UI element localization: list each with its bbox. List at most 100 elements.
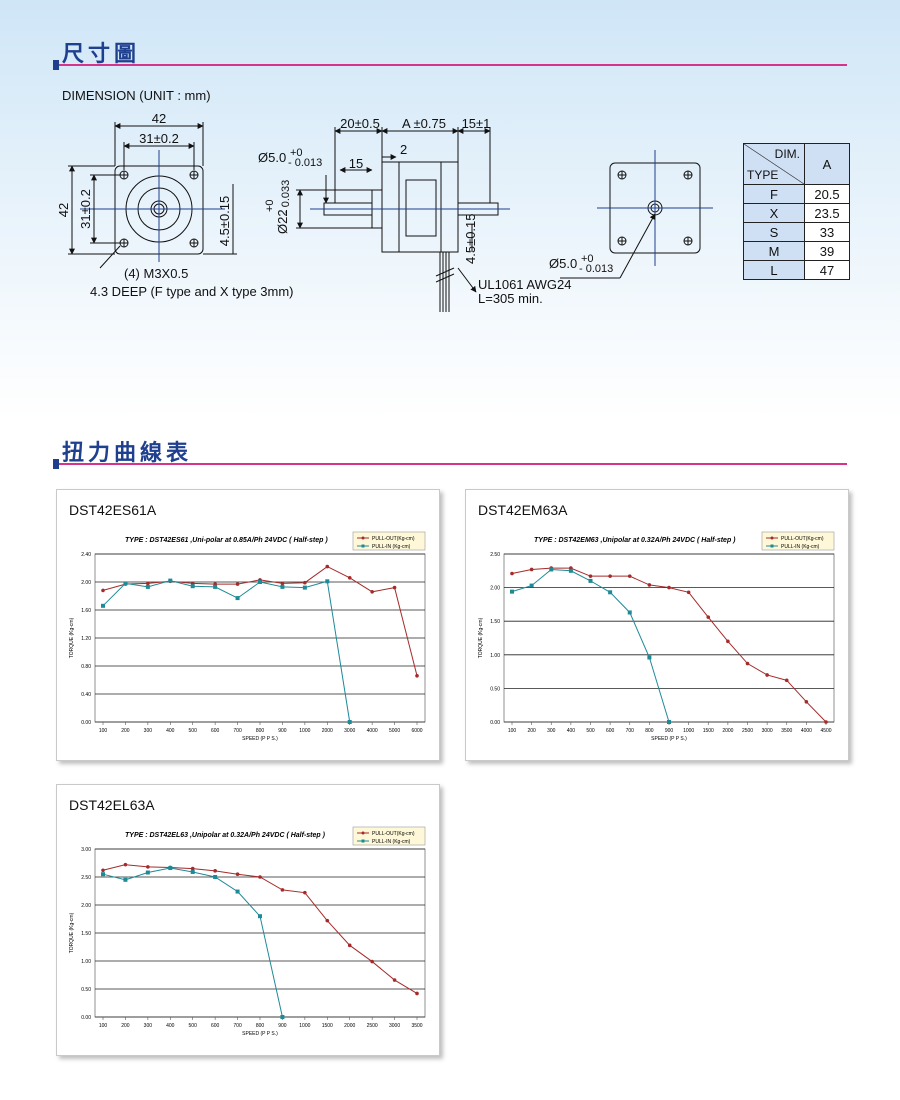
front-cross-marks xyxy=(120,171,692,247)
data-point xyxy=(190,584,195,589)
data-point xyxy=(347,943,352,948)
legend-marker xyxy=(361,839,365,843)
x-tick-label: 800 xyxy=(256,1023,265,1029)
data-point xyxy=(101,872,105,877)
data-point xyxy=(235,889,240,894)
data-point xyxy=(213,869,217,873)
torque-chart: TYPE : DST42EL63 ,Unipolar at 0.32A/Ph 2… xyxy=(69,826,426,1037)
legend-label: PULL-IN (Kg-cm) xyxy=(372,839,411,845)
torque-chart: TYPE : DST42ES61 ,Uni-polar at 0.85A/Ph … xyxy=(69,531,426,742)
legend-label: PULL-OUT(Kg-cm) xyxy=(781,536,824,542)
data-point xyxy=(608,574,612,578)
data-point xyxy=(280,888,285,892)
dimension-drawing: 42 31±0.2 42 31±0.2 4.5±0.15 (4) M3X0.5 … xyxy=(56,111,713,312)
y-axis-label: TORQUE (Kg-cm) xyxy=(69,912,75,953)
data-point xyxy=(647,655,652,660)
x-tick-label: 4000 xyxy=(801,728,812,734)
section-marker xyxy=(53,459,59,469)
table-cell-a: 39 xyxy=(804,241,850,261)
x-tick-label: 100 xyxy=(508,728,517,734)
x-tick-label: 4000 xyxy=(367,728,378,734)
data-point xyxy=(146,865,150,869)
data-point xyxy=(235,872,240,876)
y-tick-label: 0.50 xyxy=(490,686,500,692)
data-point xyxy=(392,978,397,982)
chart-panel-title: DST42EL63A xyxy=(69,797,155,813)
legend: PULL-OUT(Kg-cm)PULL-IN (Kg-cm) xyxy=(352,531,426,551)
legend-marker xyxy=(361,536,365,540)
cable-length: L=305 min. xyxy=(478,291,543,306)
y-tick-label: 0.00 xyxy=(81,1015,91,1021)
chart-panel-title: DST42ES61A xyxy=(69,502,157,518)
x-tick-label: 400 xyxy=(567,728,576,734)
x-tick-label: 900 xyxy=(278,1023,287,1029)
y-tick-label: 3.00 xyxy=(81,847,91,853)
section-divider xyxy=(55,463,847,465)
data-point xyxy=(529,583,534,588)
section-title-dimensions: 尺寸圖 xyxy=(62,42,141,67)
data-point xyxy=(686,590,691,595)
x-tick-label: 600 xyxy=(606,728,615,734)
data-point xyxy=(549,567,554,572)
x-tick-label: 200 xyxy=(121,728,130,734)
data-point xyxy=(627,574,632,578)
data-point xyxy=(726,639,730,644)
y-tick-label: 2.50 xyxy=(81,875,91,881)
data-point xyxy=(235,582,240,586)
y-tick-label: 1.20 xyxy=(81,636,91,642)
y-tick-label: 1.50 xyxy=(490,619,500,625)
data-point xyxy=(145,870,150,875)
table-cell-a: 33 xyxy=(804,222,850,242)
series-line xyxy=(102,580,351,723)
chart-panel-title: DST42EM63A xyxy=(478,502,568,518)
data-point xyxy=(258,914,262,919)
torque-chart: TYPE : DST42EM63 ,Unipolar at 0.32A/Ph 2… xyxy=(478,531,835,742)
table-header-type: TYPE xyxy=(747,168,779,182)
chart-panel-es61: DST42ES61A TYPE : DST42ES61 ,Uni-polar a… xyxy=(56,489,440,761)
dim-front-height: 42 xyxy=(56,203,71,217)
data-point xyxy=(168,578,173,583)
y-tick-label: 2.00 xyxy=(81,903,91,909)
x-tick-label: 500 xyxy=(189,728,198,734)
x-tick-label: 900 xyxy=(278,728,287,734)
x-tick-label: 600 xyxy=(211,1023,220,1029)
x-tick-label: 900 xyxy=(665,728,674,734)
data-point xyxy=(213,584,218,589)
data-point xyxy=(145,584,150,589)
x-tick-label: 800 xyxy=(256,728,265,734)
screw-note: (4) M3X0.5 xyxy=(124,266,188,281)
dim-rear-tol-top: +0 xyxy=(581,253,594,265)
legend: PULL-OUT(Kg-cm)PULL-IN (Kg-cm) xyxy=(352,826,426,846)
data-point xyxy=(303,890,307,895)
x-tick-label: 2000 xyxy=(722,728,733,734)
x-tick-label: 1000 xyxy=(299,1023,310,1029)
table-cell-a: 23.5 xyxy=(804,203,850,223)
data-point xyxy=(568,568,573,573)
x-tick-label: 200 xyxy=(527,728,536,734)
data-point xyxy=(258,875,262,879)
data-point xyxy=(824,720,828,724)
table-cell-type: F xyxy=(743,184,805,204)
x-tick-label: 400 xyxy=(166,1023,175,1029)
x-tick-label: 500 xyxy=(189,1023,198,1029)
y-tick-label: 0.80 xyxy=(81,664,91,670)
table-cell-a: 47 xyxy=(804,260,850,280)
x-tick-label: 5000 xyxy=(389,728,400,734)
chart-title: TYPE : DST42EL63 ,Unipolar at 0.32A/Ph 2… xyxy=(125,832,326,839)
x-tick-label: 200 xyxy=(121,1023,130,1029)
dim-front-offset: 4.5±0.15 xyxy=(217,196,232,247)
data-point xyxy=(588,574,593,578)
data-point xyxy=(280,1015,285,1019)
dim-boss-tol-top: +0 xyxy=(264,199,276,212)
legend-label: PULL-OUT(Kg-cm) xyxy=(372,536,415,542)
x-tick-label: 300 xyxy=(144,1023,153,1029)
data-point xyxy=(529,567,534,572)
section-marker xyxy=(53,60,59,70)
x-tick-label: 600 xyxy=(211,728,220,734)
cable-spec: UL1061 AWG24 xyxy=(478,277,571,292)
table-cell-type: L xyxy=(743,260,805,280)
x-tick-label: 700 xyxy=(233,1023,242,1029)
